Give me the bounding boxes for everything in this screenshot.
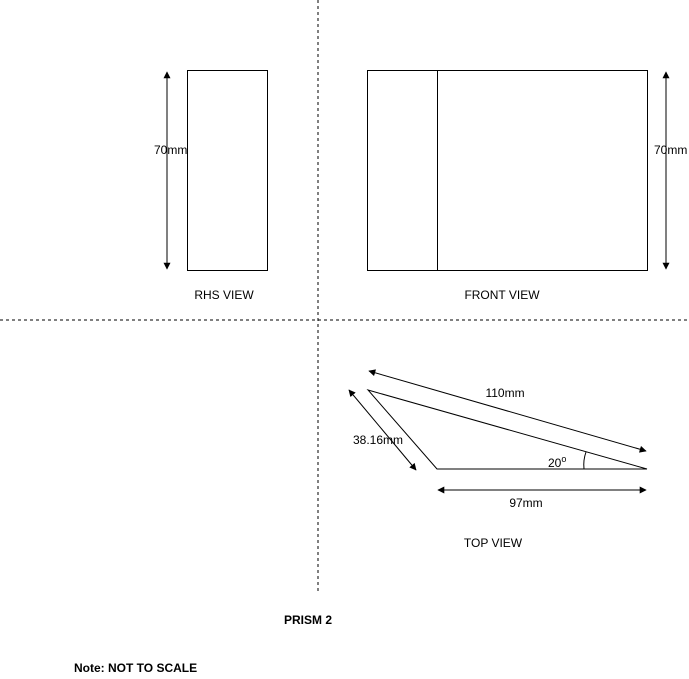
short-side-label: 38.16mm <box>353 433 403 447</box>
top-view-label: TOP VIEW <box>464 536 523 550</box>
hypotenuse-label: 110mm <box>485 386 524 400</box>
angle-unit: o <box>561 454 566 464</box>
front-height-label: 70mm <box>654 143 687 157</box>
prism-title: PRISM 2 <box>284 613 332 627</box>
rhs-height-label: 70mm <box>154 143 187 157</box>
angle-value: 20 <box>548 456 562 470</box>
hypotenuse-dimension-arrow <box>368 369 647 453</box>
scale-note: Note: NOT TO SCALE <box>74 661 197 675</box>
top-view-triangle <box>366 389 648 470</box>
front-view-rectangle <box>367 70 648 271</box>
angle-arc <box>583 451 587 470</box>
short-side-dimension-arrow <box>348 389 417 471</box>
rhs-view-rectangle <box>187 70 268 271</box>
rhs-view-label: RHS VIEW <box>194 288 254 302</box>
angle-label: 20o <box>548 454 566 470</box>
front-view-label: FRONT VIEW <box>464 288 540 302</box>
base-label: 97mm <box>509 496 542 510</box>
